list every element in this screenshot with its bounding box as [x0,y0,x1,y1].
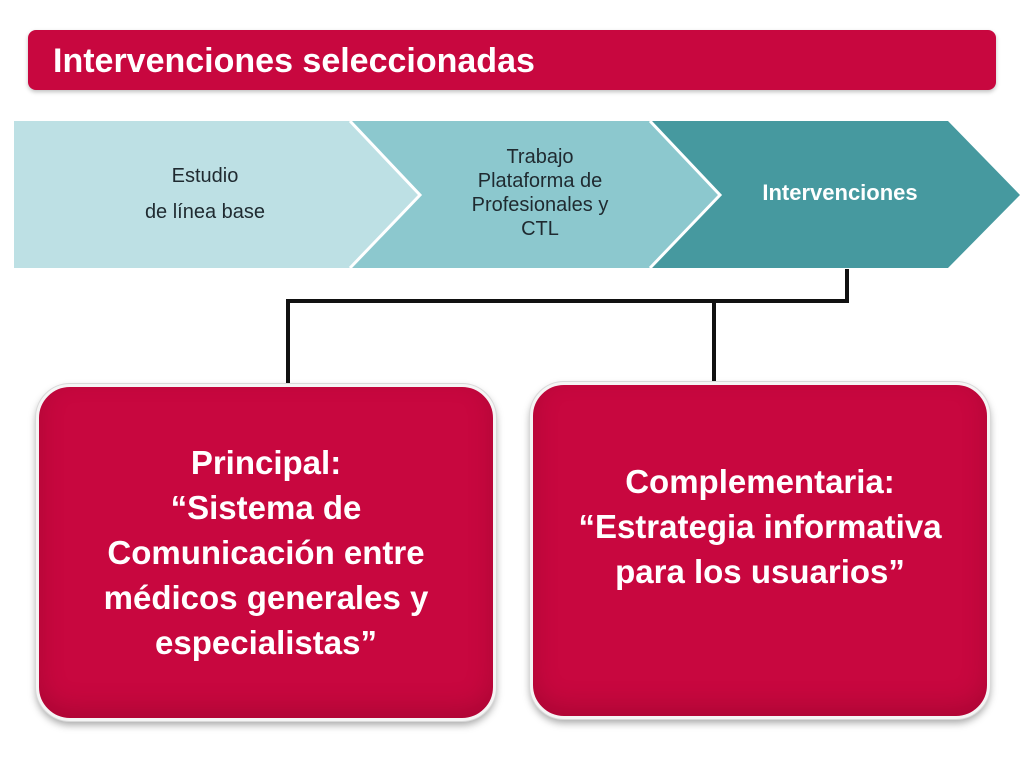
step-2-line-4: CTL [521,218,559,240]
title-bar: Intervenciones seleccionadas [28,30,996,90]
step-1-line-2: de línea base [144,201,266,223]
card-principal-line-5: especialistas” [155,624,377,661]
step-2-line-1: Trabajo [506,146,574,168]
chevron-separator-1 [348,119,423,270]
chevron-separator-2 [648,119,723,270]
card-principal-line-1: Principal: [190,444,342,481]
chevron-step-3 [650,121,1020,268]
step-1-line-1: Estudio [171,165,239,187]
card-complementaria-line-1: Complementaria: [625,463,895,500]
step-label-2: Trabajo Plataforma de Profesionales y CT… [430,138,650,248]
card-principal-line-4: médicos generales y [103,579,429,616]
card-complementaria-line-2: “Estrategia informativa [578,508,942,545]
slide-title: Intervenciones seleccionadas [53,42,535,80]
step-2-line-2: Plataforma de [477,170,603,192]
connector-lines [286,269,849,388]
step-label-3: Intervenciones [725,170,955,216]
card-complementaria-line-3: para los usuarios” [615,553,905,590]
chevron-step-2 [350,121,720,268]
step-2-line-3: Profesionales y [471,194,609,216]
card-principal-line-2: “Sistema de [170,489,362,526]
chevron-step-1 [14,121,420,268]
step-label-1: Estudio de línea base [100,150,310,238]
card-complementaria: Complementaria: “Estrategia informativa … [530,382,990,719]
card-principal-line-3: Comunicación entre [107,534,425,571]
step-3-line-1: Intervenciones [762,180,918,205]
card-principal: Principal: “Sistema de Comunicación entr… [36,384,496,721]
